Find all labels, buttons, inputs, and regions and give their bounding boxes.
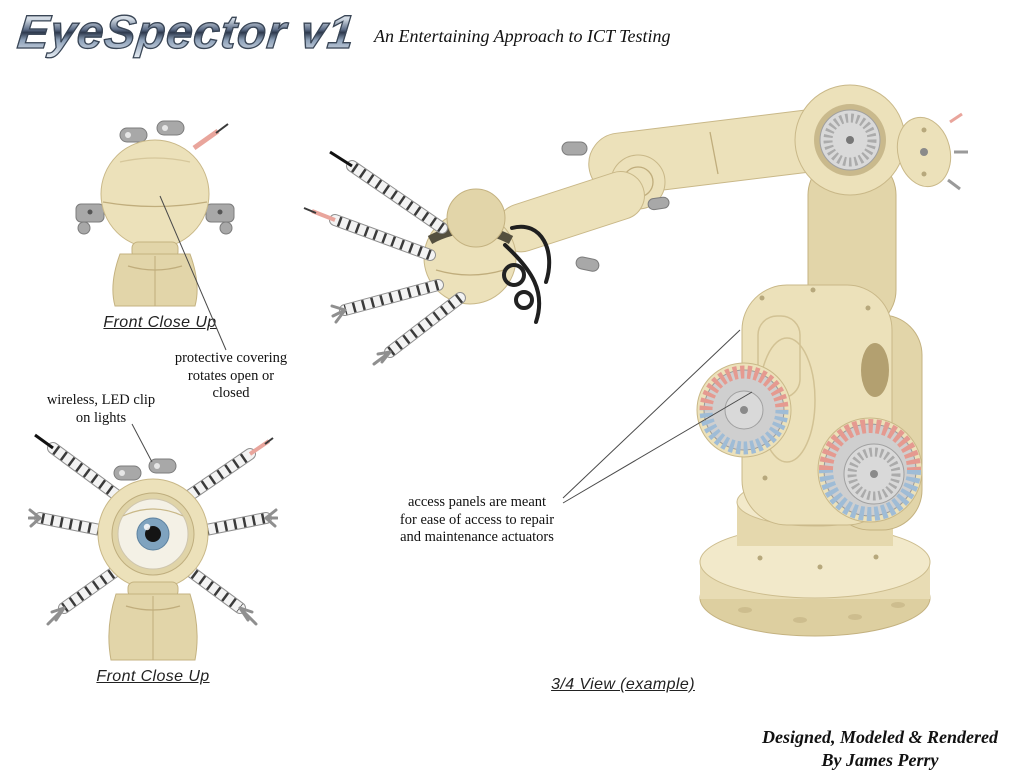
probe-arm-a <box>329 150 448 234</box>
probe-arm-lower-right <box>180 562 258 626</box>
shoulder-end-disc <box>896 112 968 191</box>
probe-arm-upper-left <box>34 433 132 508</box>
tagline: An Entertaining Approach to ICT Testing <box>374 26 671 46</box>
credit-block: Designed, Modeled & Rendered By James Pe… <box>744 726 1016 771</box>
robot-upper-arm <box>496 109 840 253</box>
clip-light-pods <box>113 458 177 481</box>
probe-arm-d <box>372 292 466 366</box>
access-panel-opening <box>861 343 889 397</box>
probe-arm-b <box>303 207 436 261</box>
front-closeup-closed-render <box>75 120 235 307</box>
probe-arm-mid-left <box>28 508 106 536</box>
front-closeup-open-render <box>28 433 278 661</box>
robot-head-closed <box>100 139 210 249</box>
actuator-rotor-left <box>696 362 792 458</box>
robot-shoulder-joint <box>794 84 968 196</box>
stowed-pink-probe <box>192 123 229 151</box>
logo-eyespector: EyeSpector v1 <box>15 4 359 58</box>
note-access-panels: access panels are meant for ease of acce… <box>399 494 555 546</box>
note-led-clip: wireless, LED clip on lights <box>46 392 156 426</box>
probe-arm-lower-left <box>46 562 126 626</box>
robot-eye <box>117 498 189 570</box>
robot-torso <box>108 581 198 661</box>
caption-front-closeup-top: Front Close Up <box>103 314 217 331</box>
caption-three-quarter-view: 3/4 View (example) <box>551 676 695 693</box>
probe-arm-upper-right <box>174 437 274 508</box>
clip-light-pods <box>119 120 185 143</box>
three-quarter-view-render <box>303 84 968 637</box>
caption-front-closeup-bottom: Front Close Up <box>96 668 210 685</box>
floating-clip-pods <box>561 141 670 272</box>
probe-arm-c <box>330 279 444 324</box>
note-protective-covering: protective covering rotates open or clos… <box>174 350 288 402</box>
robot-head-34 <box>423 188 534 310</box>
probe-arm-mid-right <box>200 508 278 536</box>
robot-torso <box>112 241 198 307</box>
actuator-rotor-right <box>817 417 923 523</box>
robot-head-open <box>97 478 209 590</box>
credit-line1: Designed, Modeled & Rendered <box>762 727 998 747</box>
credit-line2: By James Perry <box>821 749 939 770</box>
head-cables <box>503 224 552 324</box>
